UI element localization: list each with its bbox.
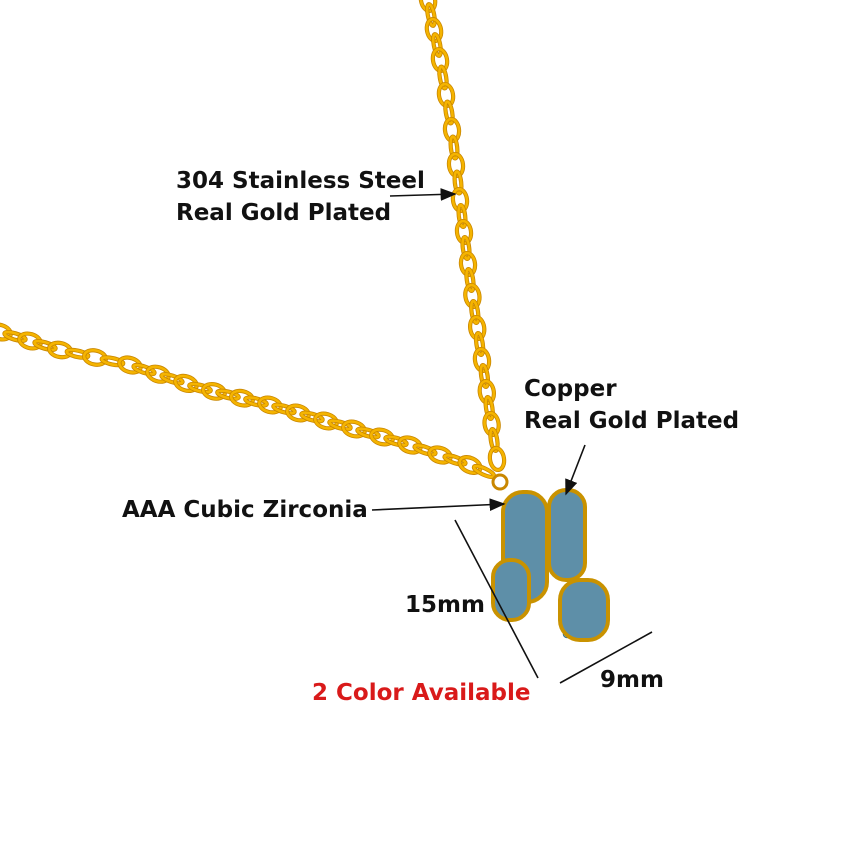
chain-link (425, 2, 437, 28)
chain-link (430, 46, 450, 74)
chain-link (327, 418, 353, 432)
chain-link (478, 363, 491, 389)
pendant-material-label-line2: Real Gold Plated (524, 408, 740, 434)
chain-link (187, 381, 213, 395)
chain-link (17, 331, 43, 351)
chain-link (464, 267, 476, 293)
chain-link (383, 434, 409, 448)
chain-link (0, 322, 13, 342)
chain-link (436, 81, 456, 109)
chain-link (458, 250, 478, 278)
cactus-right-arm (547, 488, 587, 582)
chain-link (145, 364, 171, 384)
chain-link (99, 355, 126, 368)
chain-link (446, 151, 466, 179)
chain-link (355, 426, 381, 440)
chain-link (487, 445, 507, 473)
chain-link (482, 410, 501, 438)
width-dimension-label: 9mm (600, 667, 664, 693)
chain-link (467, 314, 487, 342)
chain-link (460, 234, 472, 262)
chain-link (472, 346, 492, 374)
stone-label: AAA Cubic Zirconia (122, 497, 368, 523)
chain-link (243, 395, 269, 408)
stone-pointer-arrow (371, 498, 506, 512)
chain-link (299, 410, 325, 424)
width-dimension-line (559, 631, 653, 684)
annotation-lines (371, 188, 653, 684)
chain-link (257, 395, 283, 415)
chain-link (369, 427, 395, 447)
chain-material-label-line2: Real Gold Plated (176, 200, 392, 226)
height-dimension-line (454, 519, 539, 679)
chain-link (442, 116, 462, 144)
chain-link (443, 99, 455, 126)
pendant-material-label-line1: Copper (524, 376, 617, 402)
chain-link (313, 411, 339, 431)
chain-link (424, 17, 444, 43)
chain-link (82, 348, 108, 367)
chain-link (450, 186, 470, 214)
chain-link (427, 445, 453, 465)
height-dimension-label: 15mm (405, 592, 485, 618)
chain-link (457, 455, 483, 475)
chain-link (271, 402, 297, 416)
chain-link (437, 64, 449, 91)
chain-link (131, 362, 157, 377)
pendant-bail (491, 473, 509, 491)
chain-link (412, 443, 438, 457)
chain-link (64, 347, 91, 360)
chain-link (173, 373, 199, 393)
chain-link (431, 32, 443, 58)
chain-link (159, 372, 185, 386)
availability-label: 2 Color Available (312, 680, 531, 706)
gold-chain (0, 0, 507, 480)
chain-link (215, 388, 241, 401)
chain-link (341, 419, 367, 439)
chain-link (2, 329, 28, 344)
chain-link (418, 0, 438, 13)
chain-link (469, 299, 481, 325)
chain-link (397, 435, 423, 455)
pendant-pointer-arrow (565, 444, 586, 496)
cactus-base (558, 578, 610, 642)
chain-link (473, 331, 486, 357)
chain-link (47, 340, 73, 360)
chain-link (454, 218, 474, 246)
chain-link (229, 388, 255, 408)
cactus-pendant (491, 473, 610, 642)
chain-link (483, 395, 495, 421)
chain-link (117, 355, 143, 375)
chain-link (463, 282, 482, 310)
chain-link (452, 169, 464, 196)
chain-link (456, 202, 468, 230)
chain-link (477, 378, 497, 406)
cactus-left-arm (491, 558, 531, 622)
chain-link (442, 453, 468, 467)
chain-link (285, 403, 311, 423)
chain-link (488, 427, 500, 453)
chain-pointer-arrow (389, 188, 457, 201)
chain-link (32, 338, 58, 353)
chain-material-label-line1: 304 Stainless Steel (176, 168, 425, 194)
chain-link (448, 134, 460, 161)
chain-link (201, 382, 227, 401)
